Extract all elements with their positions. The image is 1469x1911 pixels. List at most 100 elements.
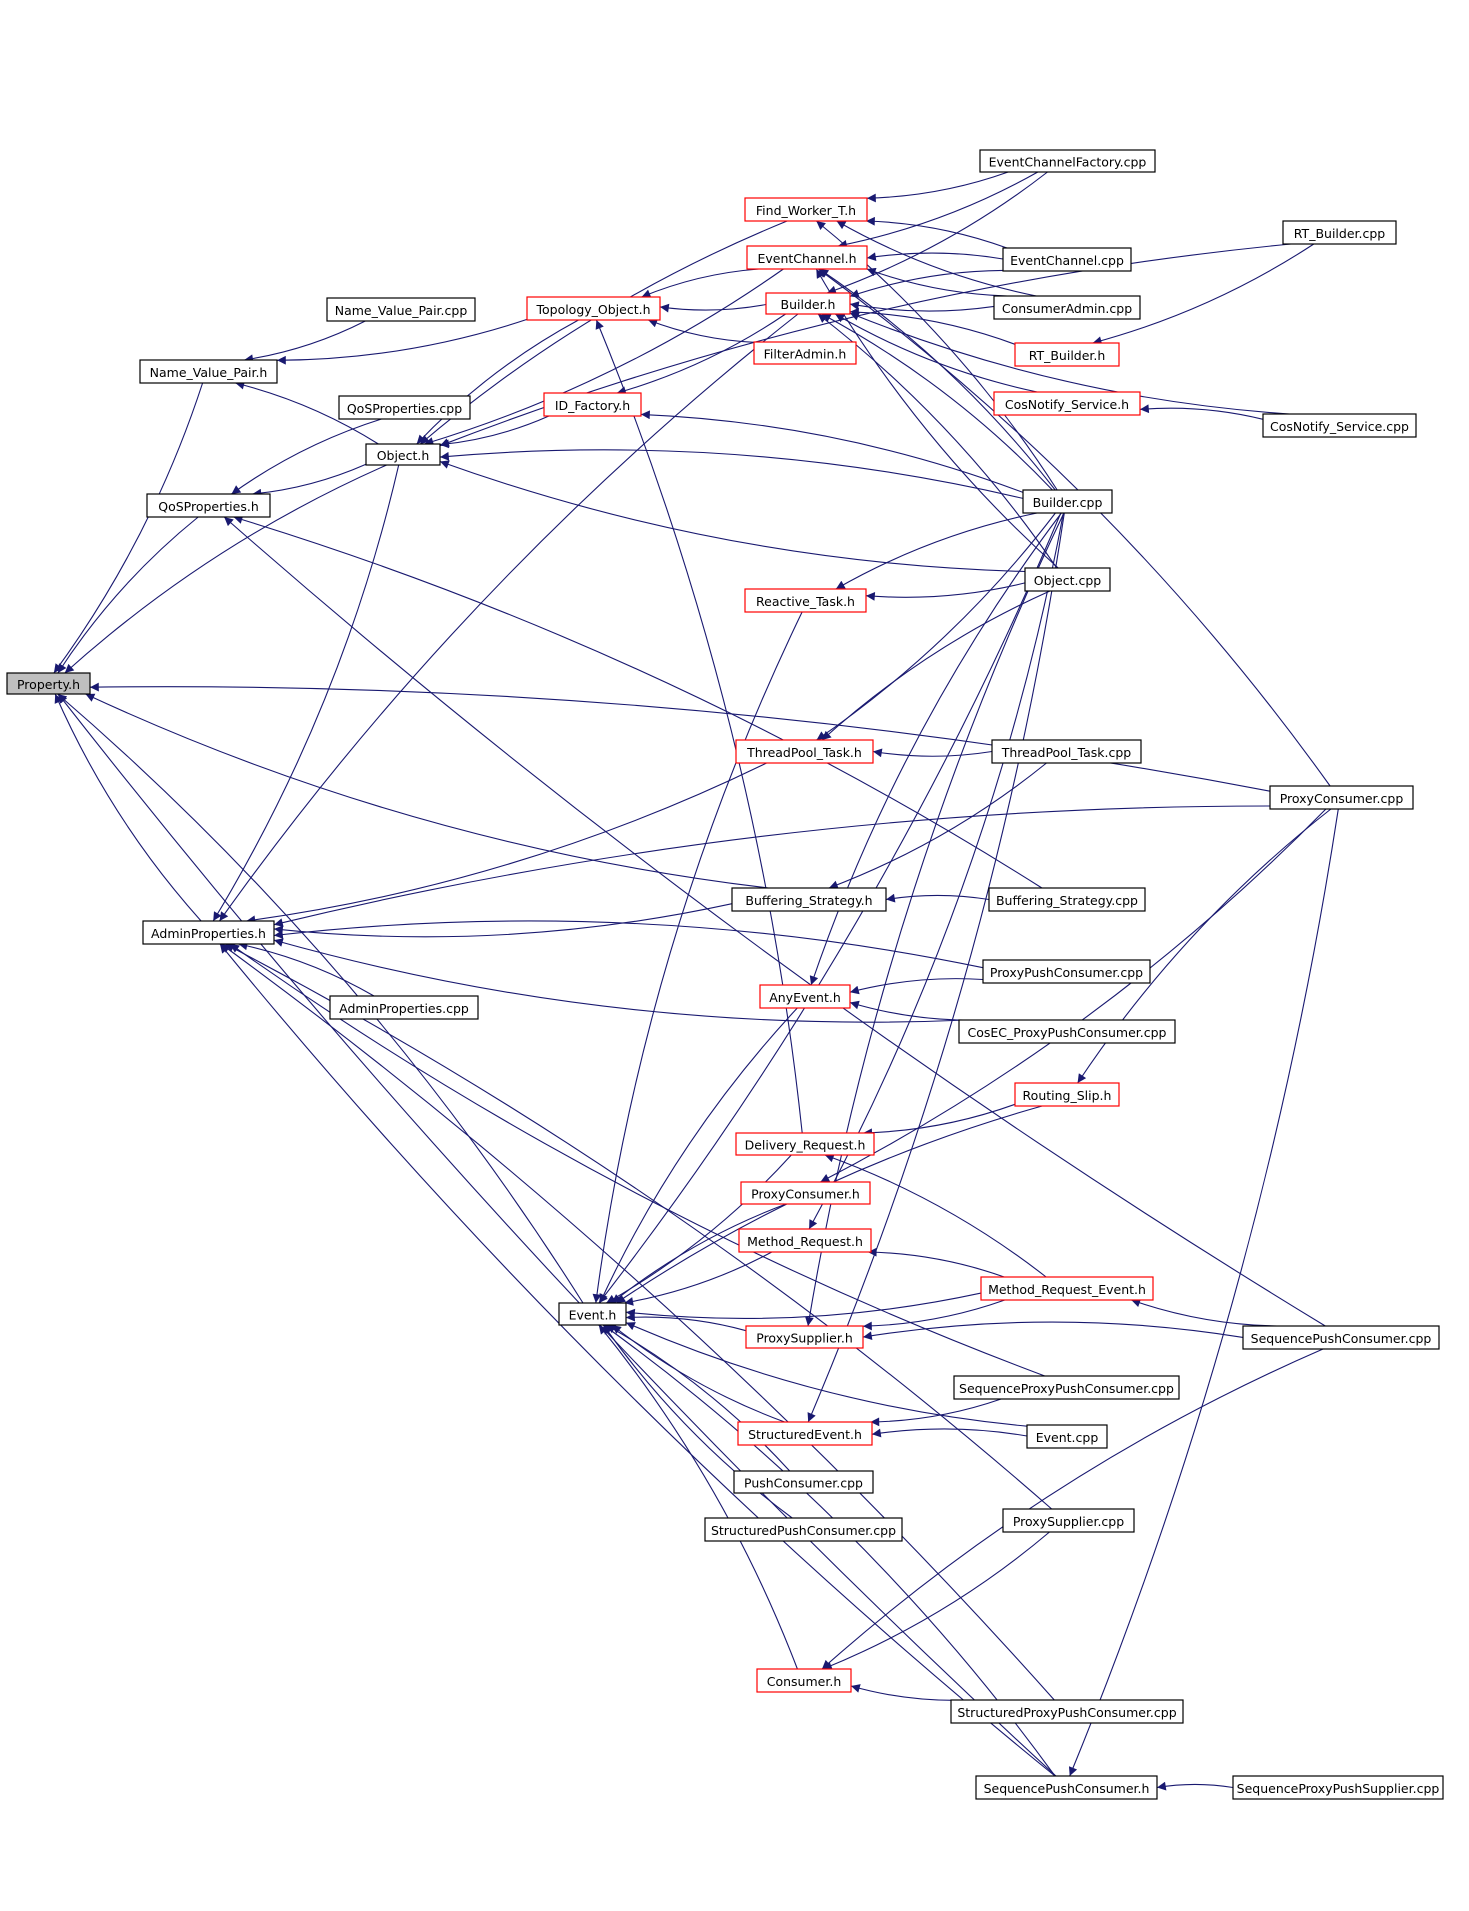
node-id-factory-h[interactable]: ID_Factory.h xyxy=(543,392,642,417)
node-proxypushconsumer-cpp[interactable]: ProxyPushConsumer.cpp xyxy=(982,959,1151,984)
node-box[interactable] xyxy=(326,297,476,322)
node-property-h[interactable]: Property.h xyxy=(6,672,91,695)
node-box[interactable] xyxy=(139,359,278,384)
node-threadpool-task-h[interactable]: ThreadPool_Task.h xyxy=(735,739,874,764)
node-box[interactable] xyxy=(744,197,868,222)
node-box[interactable] xyxy=(988,887,1146,912)
node-sequencepushconsumer-h[interactable]: SequencePushConsumer.h xyxy=(975,1775,1158,1800)
node-box[interactable] xyxy=(1002,247,1132,272)
node-box[interactable] xyxy=(1022,489,1113,514)
node-box[interactable] xyxy=(1002,1508,1135,1533)
node-structuredproxypushconsumer-cpp[interactable]: StructuredProxyPushConsumer.cpp xyxy=(950,1699,1184,1724)
node-name-value-pair-h[interactable]: Name_Value_Pair.h xyxy=(139,359,278,384)
node-name-value-pair-cpp[interactable]: Name_Value_Pair.cpp xyxy=(326,297,476,322)
node-box[interactable] xyxy=(731,887,887,912)
node-box[interactable] xyxy=(737,1421,873,1446)
node-anyevent-h[interactable]: AnyEvent.h xyxy=(759,984,851,1009)
node-box[interactable] xyxy=(740,1181,871,1205)
node-box[interactable] xyxy=(738,1228,872,1253)
node-eventchannelfactory-cpp[interactable]: EventChannelFactory.cpp xyxy=(979,149,1156,173)
node-box[interactable] xyxy=(6,672,91,695)
node-box[interactable] xyxy=(744,588,867,613)
node-find-worker-t-h[interactable]: Find_Worker_T.h xyxy=(744,197,868,222)
node-routing-slip-h[interactable]: Routing_Slip.h xyxy=(1014,1082,1120,1107)
node-box[interactable] xyxy=(735,739,874,764)
node-box[interactable] xyxy=(982,959,1151,984)
node-box[interactable] xyxy=(975,1775,1158,1800)
node-builder-cpp[interactable]: Builder.cpp xyxy=(1022,489,1113,514)
node-box[interactable] xyxy=(733,1470,874,1494)
node-threadpool-task-cpp[interactable]: ThreadPool_Task.cpp xyxy=(991,739,1142,764)
node-method-request-h[interactable]: Method_Request.h xyxy=(738,1228,872,1253)
node-consumer-h[interactable]: Consumer.h xyxy=(756,1668,852,1693)
node-box[interactable] xyxy=(993,391,1141,416)
node-buffering-strategy-cpp[interactable]: Buffering_Strategy.cpp xyxy=(988,887,1146,912)
node-box[interactable] xyxy=(1014,1082,1120,1107)
node-sequencepushconsumer-cpp[interactable]: SequencePushConsumer.cpp xyxy=(1242,1325,1440,1350)
node-box[interactable] xyxy=(991,739,1142,764)
node-builder-h[interactable]: Builder.h xyxy=(765,292,851,315)
node-structuredevent-h[interactable]: StructuredEvent.h xyxy=(737,1421,873,1446)
node-qosproperties-h[interactable]: QoSProperties.h xyxy=(146,493,271,518)
node-qosproperties-cpp[interactable]: QoSProperties.cpp xyxy=(338,395,471,420)
node-box[interactable] xyxy=(765,292,851,315)
node-object-h[interactable]: Object.h xyxy=(365,443,441,466)
node-topology-object-h[interactable]: Topology_Object.h xyxy=(526,296,661,321)
node-box[interactable] xyxy=(950,1699,1184,1724)
node-box[interactable] xyxy=(753,341,857,365)
node-buffering-strategy-h[interactable]: Buffering_Strategy.h xyxy=(731,887,887,912)
node-event-cpp[interactable]: Event.cpp xyxy=(1026,1424,1108,1449)
node-box[interactable] xyxy=(746,245,868,270)
node-object-cpp[interactable]: Object.cpp xyxy=(1024,567,1111,592)
node-method-request-event-h[interactable]: Method_Request_Event.h xyxy=(980,1276,1154,1301)
node-box[interactable] xyxy=(704,1517,903,1542)
node-box[interactable] xyxy=(146,493,271,518)
node-box[interactable] xyxy=(329,995,479,1020)
node-box[interactable] xyxy=(756,1668,852,1693)
node-sequenceproxypushsupplier-cpp[interactable]: SequenceProxyPushSupplier.cpp xyxy=(1232,1775,1444,1800)
node-filteradmin-h[interactable]: FilterAdmin.h xyxy=(753,341,857,365)
node-adminproperties-cpp[interactable]: AdminProperties.cpp xyxy=(329,995,479,1020)
node-box[interactable] xyxy=(1269,785,1414,810)
node-event-h[interactable]: Event.h xyxy=(558,1302,627,1326)
node-proxysupplier-cpp[interactable]: ProxySupplier.cpp xyxy=(1002,1508,1135,1533)
node-box[interactable] xyxy=(1026,1424,1108,1449)
node-cosnotify-service-cpp[interactable]: CosNotify_Service.cpp xyxy=(1262,413,1417,438)
node-consumeradmin-cpp[interactable]: ConsumerAdmin.cpp xyxy=(993,295,1141,320)
node-sequenceproxypushconsumer-cpp[interactable]: SequenceProxyPushConsumer.cpp xyxy=(953,1375,1180,1400)
node-box[interactable] xyxy=(980,1276,1154,1301)
node-box[interactable] xyxy=(953,1375,1180,1400)
node-structuredpushconsumer-cpp[interactable]: StructuredPushConsumer.cpp xyxy=(704,1517,903,1542)
node-reactive-task-h[interactable]: Reactive_Task.h xyxy=(744,588,867,613)
node-eventchannel-h[interactable]: EventChannel.h xyxy=(746,245,868,270)
node-box[interactable] xyxy=(1282,220,1397,245)
node-box[interactable] xyxy=(745,1325,864,1349)
node-box[interactable] xyxy=(1232,1775,1444,1800)
node-box[interactable] xyxy=(979,149,1156,173)
node-box[interactable] xyxy=(759,984,851,1009)
node-box[interactable] xyxy=(338,395,471,420)
node-rt-builder-cpp[interactable]: RT_Builder.cpp xyxy=(1282,220,1397,245)
node-box[interactable] xyxy=(1014,342,1120,367)
node-box[interactable] xyxy=(958,1019,1176,1044)
node-box[interactable] xyxy=(1024,567,1111,592)
node-box[interactable] xyxy=(526,296,661,321)
node-proxyconsumer-cpp[interactable]: ProxyConsumer.cpp xyxy=(1269,785,1414,810)
node-box[interactable] xyxy=(558,1302,627,1326)
node-box[interactable] xyxy=(735,1132,875,1156)
node-pushconsumer-cpp[interactable]: PushConsumer.cpp xyxy=(733,1470,874,1494)
node-rt-builder-h[interactable]: RT_Builder.h xyxy=(1014,342,1120,367)
node-eventchannel-cpp[interactable]: EventChannel.cpp xyxy=(1002,247,1132,272)
node-proxyconsumer-h[interactable]: ProxyConsumer.h xyxy=(740,1181,871,1205)
node-box[interactable] xyxy=(993,295,1141,320)
node-delivery-request-h[interactable]: Delivery_Request.h xyxy=(735,1132,875,1156)
node-box[interactable] xyxy=(142,920,275,945)
node-box[interactable] xyxy=(1262,413,1417,438)
node-proxysupplier-h[interactable]: ProxySupplier.h xyxy=(745,1325,864,1349)
node-cosec-proxypushconsumer-cpp[interactable]: CosEC_ProxyPushConsumer.cpp xyxy=(958,1019,1176,1044)
node-box[interactable] xyxy=(1242,1325,1440,1350)
node-cosnotify-service-h[interactable]: CosNotify_Service.h xyxy=(993,391,1141,416)
node-box[interactable] xyxy=(365,443,441,466)
node-box[interactable] xyxy=(543,392,642,417)
node-adminproperties-h[interactable]: AdminProperties.h xyxy=(142,920,275,945)
